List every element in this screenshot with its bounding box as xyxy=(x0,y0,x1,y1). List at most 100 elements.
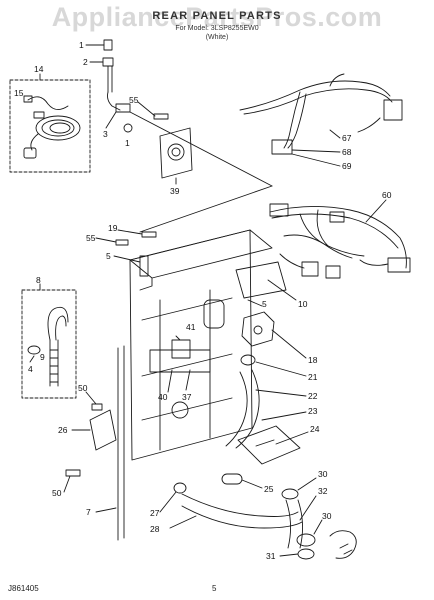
screw-55b xyxy=(116,240,128,245)
drain-kit-dashed-box xyxy=(22,290,76,398)
leader-7 xyxy=(96,508,116,512)
callout-23: 23 xyxy=(308,406,318,416)
main-conn-2 xyxy=(330,212,344,222)
callout-28: 28 xyxy=(150,524,160,534)
part-25-tube xyxy=(222,474,242,484)
callout-5a: 5 xyxy=(106,251,111,261)
screw-50b xyxy=(66,470,80,476)
callout-31: 31 xyxy=(266,551,276,561)
rear-panel xyxy=(96,230,272,540)
leader-5b xyxy=(248,300,262,306)
leader-10 xyxy=(268,280,296,300)
drain-hose-ribs xyxy=(50,350,58,382)
harness-clip xyxy=(330,74,344,86)
cord-coil-outer xyxy=(36,116,80,140)
part-18-valve xyxy=(242,312,274,346)
callout-19: 19 xyxy=(108,223,118,233)
callout-18: 18 xyxy=(308,355,318,365)
leader-19 xyxy=(118,230,142,234)
hose-28-a xyxy=(182,494,298,517)
harness-wire-a xyxy=(240,81,390,110)
panel-motor xyxy=(172,402,188,418)
cord-end-plug xyxy=(24,148,36,158)
hose-22-b xyxy=(236,370,259,448)
callout-5b: 5 xyxy=(262,299,267,309)
callout-3: 3 xyxy=(103,129,108,139)
callout-32: 32 xyxy=(318,486,328,496)
leader-50b xyxy=(64,476,70,492)
cord-coil-inner xyxy=(42,120,74,136)
callout-50a: 50 xyxy=(78,383,88,393)
drain-hose-body xyxy=(50,340,58,386)
main-harness-d xyxy=(317,210,328,246)
leader-60 xyxy=(366,200,386,222)
color-variant: (White) xyxy=(205,34,229,41)
inlet-washer xyxy=(104,40,112,50)
main-harness-b xyxy=(272,214,398,248)
clamp-31 xyxy=(298,549,314,559)
leader-24 xyxy=(276,432,308,444)
callout-15: 15 xyxy=(14,88,24,98)
callout-30b: 30 xyxy=(322,511,332,521)
leader-68 xyxy=(292,150,340,152)
bracket-hole-inner xyxy=(172,148,180,156)
leader-30b xyxy=(314,520,322,534)
clamp-30a xyxy=(282,489,298,499)
callout-4: 4 xyxy=(28,364,33,374)
callout-30a: 30 xyxy=(318,469,328,479)
leader-5a xyxy=(114,256,140,262)
page-title: REAR PANEL PARTS xyxy=(152,10,282,22)
cord-kit-dashed-box xyxy=(10,80,90,172)
callout-37: 37 xyxy=(182,392,192,402)
lower-hoses xyxy=(160,478,356,559)
callout-2: 2 xyxy=(83,57,88,67)
clamp-21 xyxy=(241,355,255,365)
inlet-nut xyxy=(116,104,130,112)
lower-left-parts xyxy=(64,392,116,512)
callout-55b: 55 xyxy=(86,233,96,243)
drain-hook-inner xyxy=(56,316,66,340)
callout-27: 27 xyxy=(150,508,160,518)
callout-40: 40 xyxy=(158,392,168,402)
inlet-assembly xyxy=(86,40,272,232)
leader-55b xyxy=(96,238,116,242)
screw-55 xyxy=(154,114,168,119)
valve-port xyxy=(254,326,262,334)
harness-connector-67 xyxy=(272,140,292,154)
main-conn-1 xyxy=(270,204,288,216)
leader-50a xyxy=(86,392,96,404)
bracket-hole xyxy=(168,144,184,160)
callout-26: 26 xyxy=(58,425,68,435)
leader-18 xyxy=(272,330,306,358)
screw-19 xyxy=(142,232,156,237)
harness-tail xyxy=(358,118,380,132)
panel-lip xyxy=(140,278,152,290)
leader-67 xyxy=(330,130,340,138)
callout-39: 39 xyxy=(170,186,180,196)
leader-28 xyxy=(170,516,196,528)
power-cord-kit xyxy=(10,74,90,172)
leader-41 xyxy=(176,336,180,340)
page-number: 5 xyxy=(212,584,217,593)
hose-32 xyxy=(286,500,303,548)
callout-labels: 1 14 15 2 3 55 1 39 67 68 69 60 19 55 5 … xyxy=(14,40,392,561)
harness-connector-right xyxy=(384,100,402,120)
watermark-text: AppliancePartsPros.com xyxy=(51,2,383,32)
callout-41: 41 xyxy=(186,322,196,332)
leader-55a xyxy=(138,102,155,116)
callout-50b: 50 xyxy=(52,488,62,498)
harness-branch-2 xyxy=(288,94,306,148)
main-harness-g xyxy=(284,235,352,258)
callout-21: 21 xyxy=(308,372,318,382)
wire-harness-upper xyxy=(240,74,402,166)
pump-detail xyxy=(256,440,274,446)
callout-1b: 1 xyxy=(125,138,130,148)
callout-55a: 55 xyxy=(129,95,139,105)
callout-7: 7 xyxy=(86,507,91,517)
callout-9: 9 xyxy=(40,352,45,362)
leader-27 xyxy=(160,492,176,512)
inlet-bracket xyxy=(160,128,192,178)
harness-branch xyxy=(284,92,300,148)
panel-bracket-41 xyxy=(172,340,190,358)
bracket-5a xyxy=(140,256,148,276)
